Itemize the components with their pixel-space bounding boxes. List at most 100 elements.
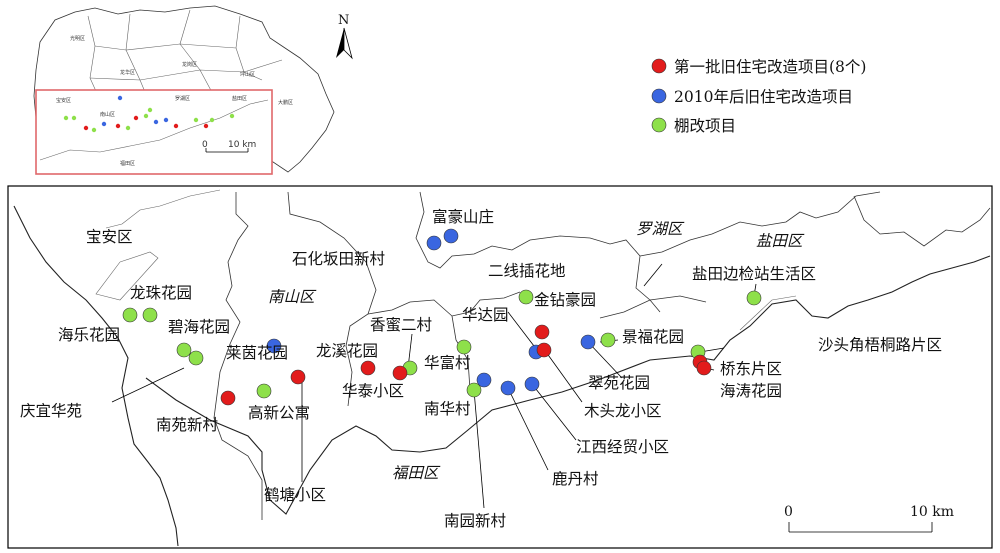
- site-marker-bihai: [188, 350, 204, 366]
- inset-focus-coast: [39, 99, 269, 161]
- inset-site-marker: [229, 113, 235, 119]
- site-label-shatoujiao: 沙头角梧桐路片区: [818, 336, 942, 354]
- legend-shantytown-label: 棚改项目: [674, 117, 736, 135]
- site-label-cuiyuan: 翠苑花园: [588, 374, 650, 392]
- site-marker-fuhao: [443, 228, 459, 244]
- inset-site-marker: [153, 119, 159, 125]
- inset-boundary-1: [87, 15, 101, 101]
- inset-site-marker: [209, 117, 215, 123]
- inset-district-label: 坪山区: [240, 71, 255, 78]
- main-coastline: [13, 205, 179, 547]
- inset-site-marker: [173, 123, 179, 129]
- site-marker-laiyin: [266, 338, 282, 354]
- site-marker-haitao: [696, 360, 712, 376]
- legend-after-2010-label: 2010年后旧住宅改造项目: [674, 88, 853, 106]
- site-label-nanyuan: 南园新村: [444, 512, 506, 530]
- inset-site-marker: [143, 113, 149, 119]
- site-marker-longzhu: [142, 307, 158, 323]
- inset-site-marker: [147, 107, 153, 113]
- inset-boundary-3: [179, 9, 215, 97]
- inset-map: 光明区 龙华区 龙岗区 坪山区 大鹏区 罗湖区 盐田区 宝安区 南山区 福田区 …: [33, 5, 335, 175]
- main-coastline-bay: [145, 255, 991, 515]
- site-label-longzhu: 龙珠花园: [130, 284, 192, 302]
- inset-district-label: 宝安区: [56, 97, 71, 104]
- site-labels: 富豪山庄 石化坂田新村 二线插花地 盐田边检站生活区 龙珠花园 海乐花园 碧海花…: [20, 207, 942, 530]
- site-marker-erxian: [518, 289, 534, 305]
- inset-district-label: 龙华区: [120, 69, 135, 76]
- legend-after-2010-marker: [651, 88, 667, 104]
- inset-site-marker: [163, 117, 169, 123]
- inset-scale-zero: 0: [202, 140, 208, 150]
- site-label-ludan: 鹿丹村: [552, 470, 599, 488]
- inset-site-marker: [133, 115, 139, 121]
- site-marker-nanhua: [476, 372, 492, 388]
- inset-boundary-5: [94, 43, 237, 51]
- leader-line: [587, 341, 623, 379]
- site-marker-longxi: [360, 360, 376, 376]
- site-marker-longzhu: [122, 307, 138, 323]
- site-label-yantianbj: 盐田边检站生活区: [692, 265, 816, 283]
- site-marker-yantianbj: [746, 290, 762, 306]
- leader-line: [643, 263, 663, 287]
- leader-line: [111, 367, 185, 403]
- leader-line: [473, 389, 485, 509]
- inset-focus-frame: [35, 89, 273, 175]
- site-label-mutoulong: 木头龙小区: [584, 402, 662, 420]
- inset-site-marker: [63, 115, 69, 121]
- site-marker-jinzuan: [536, 342, 552, 358]
- site-marker-huafu: [456, 339, 472, 355]
- site-label-qiaodong: 桥东片区: [720, 360, 782, 378]
- leader-line: [507, 311, 535, 347]
- site-label-bihai: 碧海花园: [168, 318, 230, 336]
- site-label-haitao: 海涛花园: [720, 382, 782, 400]
- inset-site-marker: [193, 117, 199, 123]
- district-label-futian: 福田区: [392, 464, 441, 482]
- main-map-lines: [13, 189, 991, 547]
- inset-site-marker: [101, 121, 107, 127]
- inset-site-marker: [203, 123, 209, 129]
- site-label-hetang: 鹤塘小区: [264, 486, 326, 504]
- baoan-nanshan-boundary: [213, 192, 263, 520]
- shihua-boundary: [415, 191, 661, 313]
- inset-site-group: [63, 95, 235, 133]
- luohu-internal-boundary: [599, 295, 707, 319]
- road-line: [739, 295, 797, 331]
- inset-site-marker: [115, 123, 121, 129]
- inset-district-label: 盐田区: [232, 95, 247, 102]
- inset-district-label: 南山区: [100, 111, 115, 118]
- inset-district-label: 光明区: [70, 35, 85, 42]
- site-label-haile: 海乐花园: [58, 326, 120, 344]
- scale-bar: 0 10 km: [784, 504, 954, 533]
- luohu-yantian-boundary: [639, 191, 881, 257]
- inset-site-marker: [91, 127, 97, 133]
- inset-scale-value: 10 km: [228, 140, 256, 150]
- site-label-erxian: 二线插花地: [488, 262, 566, 280]
- site-label-longxi: 龙溪花园: [316, 342, 378, 360]
- inset-district-label: 大鹏区: [278, 99, 293, 106]
- legend-shantytown-marker: [651, 117, 667, 133]
- north-arrow-light: [343, 27, 353, 60]
- inset-boundary-6: [89, 59, 283, 81]
- site-label-nanyuanxc: 南苑新村: [156, 416, 218, 434]
- site-label-gaoxin: 高新公寓: [248, 404, 310, 422]
- site-marker-jinzuan: [534, 324, 550, 340]
- district-label-nanshan: 南山区: [268, 288, 317, 306]
- north-arrow-dark: [336, 28, 344, 58]
- north-label: N: [338, 13, 349, 28]
- site-label-jiangxi: 江西经贸小区: [576, 438, 669, 456]
- site-marker-jiangxi: [524, 376, 540, 392]
- site-marker-huatai: [392, 365, 408, 381]
- site-label-shihua: 石化坂田新村: [292, 250, 385, 268]
- site-marker-cuiyuan: [580, 334, 596, 350]
- inset-site-marker: [117, 95, 123, 101]
- site-marker-hetang: [290, 369, 306, 385]
- site-marker-bihai: [176, 342, 192, 358]
- site-label-huafu: 华富村: [424, 354, 471, 372]
- inset-site-marker: [71, 115, 77, 121]
- scale-zero: 0: [784, 504, 793, 520]
- inset-district-label: 龙岗区: [182, 61, 197, 68]
- site-label-laiyin: 莱茵花园: [226, 344, 288, 362]
- leader-line: [531, 383, 577, 441]
- road-line: [105, 189, 221, 229]
